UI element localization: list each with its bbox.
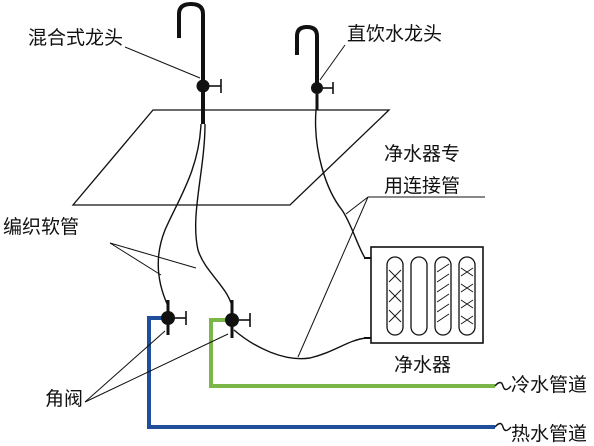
leader-braided-hose-left	[109, 242, 162, 276]
label-purifier-pipe-line2: 用连接管	[384, 175, 460, 197]
label-water-purifier: 净水器	[394, 354, 451, 376]
label-mixing-faucet: 混合式龙头	[28, 27, 123, 49]
leader-mixing-faucet	[124, 46, 201, 79]
angle-valve-right	[225, 300, 251, 338]
purifier-outlet-tube	[314, 109, 366, 259]
hot-water-pipe	[147, 316, 495, 429]
mixing-faucet-valve-knob	[196, 79, 210, 93]
leader-connection-pipe-to-inlet	[297, 196, 369, 358]
water-purifier-unit	[364, 246, 484, 344]
label-drinking-faucet: 直饮水龙头	[347, 23, 442, 45]
cold-water-pipe	[209, 318, 495, 388]
label-purifier-pipe-line1: 净水器专	[384, 143, 460, 165]
cold-pipe-break-symbol	[494, 381, 512, 391]
drinking-faucet-valve-knob	[311, 82, 323, 94]
label-hot-water-pipe: 热水管道	[511, 423, 587, 445]
mixing-faucet-spout	[177, 1, 205, 83]
label-cold-water-pipe: 冷水管道	[511, 374, 587, 396]
filter-cartridge-4	[458, 256, 476, 336]
filter-cartridge-1	[386, 256, 404, 336]
filter-cartridge-3	[434, 256, 452, 336]
filter-cartridge-2	[410, 256, 428, 336]
countertop-plane	[71, 109, 391, 206]
drinking-faucet	[295, 24, 334, 110]
angle-valve-left	[161, 300, 187, 335]
hot-pipe-break-symbol	[494, 422, 512, 432]
leader-connection-pipe-to-outlet	[345, 196, 369, 215]
leader-angle-valve-left	[84, 330, 166, 403]
label-angle-valve: 角阀	[45, 388, 83, 410]
braided-hose-right	[195, 123, 233, 307]
purifier-inlet-tube	[233, 329, 367, 360]
mixing-faucet	[177, 1, 222, 124]
braided-hose-left	[157, 123, 202, 307]
leader-angle-valve-right	[84, 333, 229, 403]
leader-drinking-faucet	[319, 44, 346, 81]
label-braided-hose: 编织软管	[3, 216, 79, 238]
leader-braided-hose-right	[109, 242, 197, 269]
drinking-faucet-spout	[295, 24, 319, 85]
